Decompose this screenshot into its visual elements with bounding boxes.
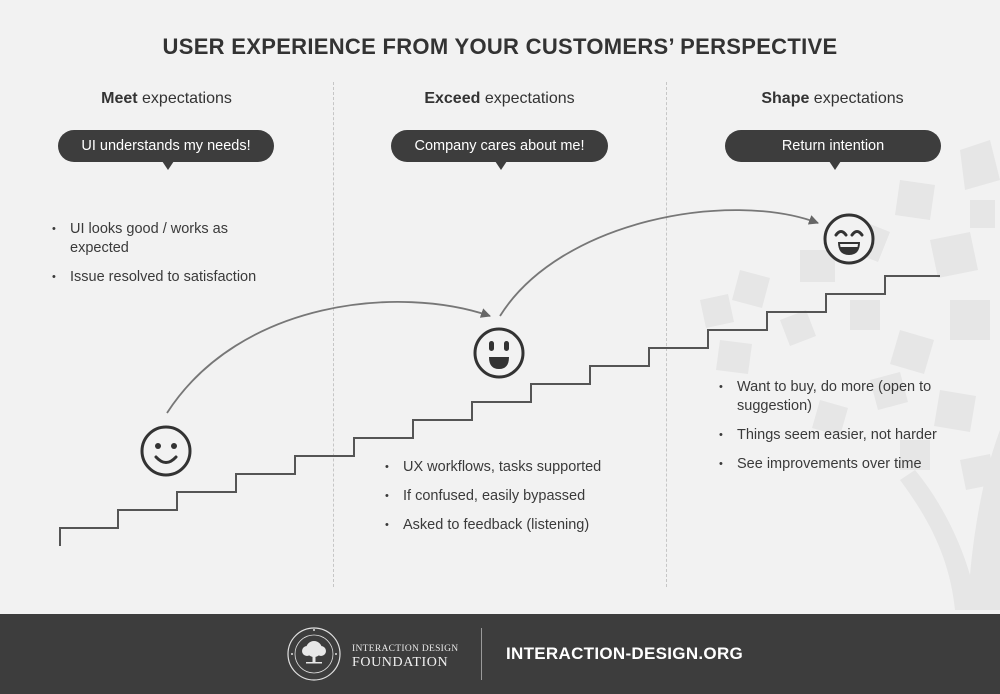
- speech-bubble-exceed: Company cares about me!: [391, 130, 608, 170]
- footer: INTERACTION DESIGN FOUNDATION INTERACTIO…: [0, 614, 1000, 694]
- staircase-diagram: [59, 209, 940, 546]
- list-item: Things seem easier, not harder: [719, 426, 959, 445]
- bullets-shape: Want to buy, do more (open to suggestion…: [719, 378, 959, 484]
- heading-bold: Shape: [761, 90, 810, 107]
- speech-bubble-shape: Return intention: [725, 130, 941, 170]
- foundation-seal-logo: [287, 627, 341, 681]
- heading-rest: expectations: [480, 90, 575, 107]
- heading-bold: Meet: [101, 90, 138, 107]
- column-divider: [333, 82, 334, 587]
- column-heading-meet: Meet expectations: [0, 90, 333, 108]
- logo-text-line1: INTERACTION DESIGN: [352, 644, 459, 654]
- heading-bold: Exceed: [424, 90, 481, 107]
- progress-arrow-2: [499, 209, 819, 317]
- staircase-line: [59, 275, 940, 546]
- speech-bubble-meet: UI understands my needs!: [58, 130, 274, 170]
- happy-open-mouth-icon: [473, 327, 525, 379]
- list-item: Want to buy, do more (open to suggestion…: [719, 378, 959, 416]
- list-item: If confused, easily bypassed: [385, 487, 620, 506]
- website-link[interactable]: INTERACTION-DESIGN.ORG: [506, 644, 744, 663]
- list-item: See improvements over time: [719, 455, 959, 474]
- list-item: UI looks good / works as expected: [52, 220, 282, 258]
- footer-separator: [481, 628, 482, 680]
- column-heading-shape: Shape expectations: [666, 90, 999, 108]
- progress-arrow-1: [166, 301, 491, 414]
- page-title: USER EXPERIENCE FROM YOUR CUSTOMERS’ PER…: [162, 34, 838, 59]
- laughing-icon: [823, 213, 875, 265]
- list-item: Issue resolved to satisfaction: [52, 268, 282, 287]
- bullets-exceed: UX workflows, tasks supported If confuse…: [385, 458, 620, 545]
- heading-rest: expectations: [809, 90, 904, 107]
- smile-icon: [140, 425, 192, 477]
- list-item: Asked to feedback (listening): [385, 516, 620, 535]
- column-heading-exceed: Exceed expectations: [333, 90, 666, 108]
- infographic: USER EXPERIENCE FROM YOUR CUSTOMERS’ PER…: [0, 0, 1000, 614]
- bullets-meet: UI looks good / works as expected Issue …: [52, 220, 282, 297]
- heading-rest: expectations: [137, 90, 232, 107]
- logo-text-line2: FOUNDATION: [352, 655, 449, 670]
- column-divider: [666, 82, 667, 587]
- list-item: UX workflows, tasks supported: [385, 458, 620, 477]
